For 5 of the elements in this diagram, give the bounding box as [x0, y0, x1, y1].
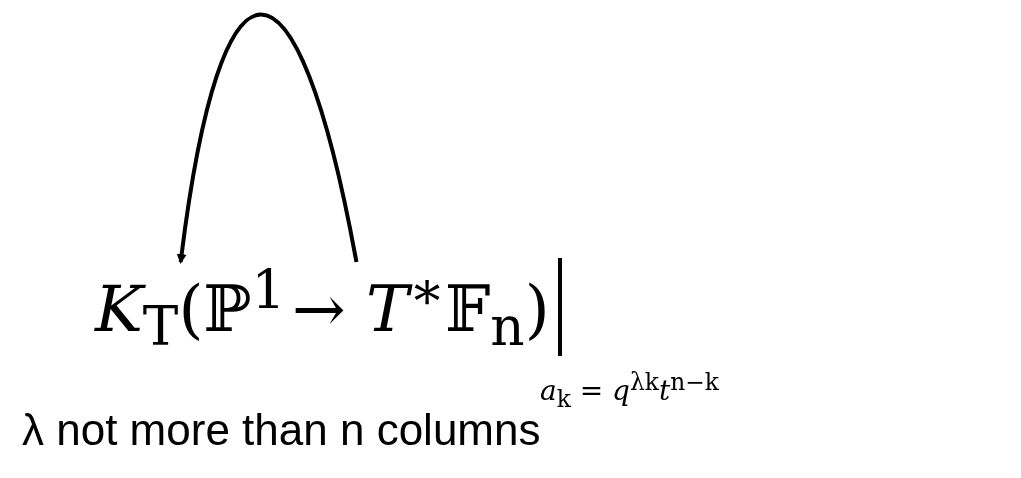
curved-arrow	[176, 12, 359, 264]
note-text: λ not more than n columns	[22, 405, 541, 455]
subscript-condition: a$_{k}$ = q$^{λk}$t$^{n−k}$	[540, 368, 719, 413]
formula-text: K$_{T}$(ℙ$^{1}$	[95, 262, 286, 357]
formula-text: → T$^{∗}$𝔽$_{n}$)	[292, 262, 550, 357]
